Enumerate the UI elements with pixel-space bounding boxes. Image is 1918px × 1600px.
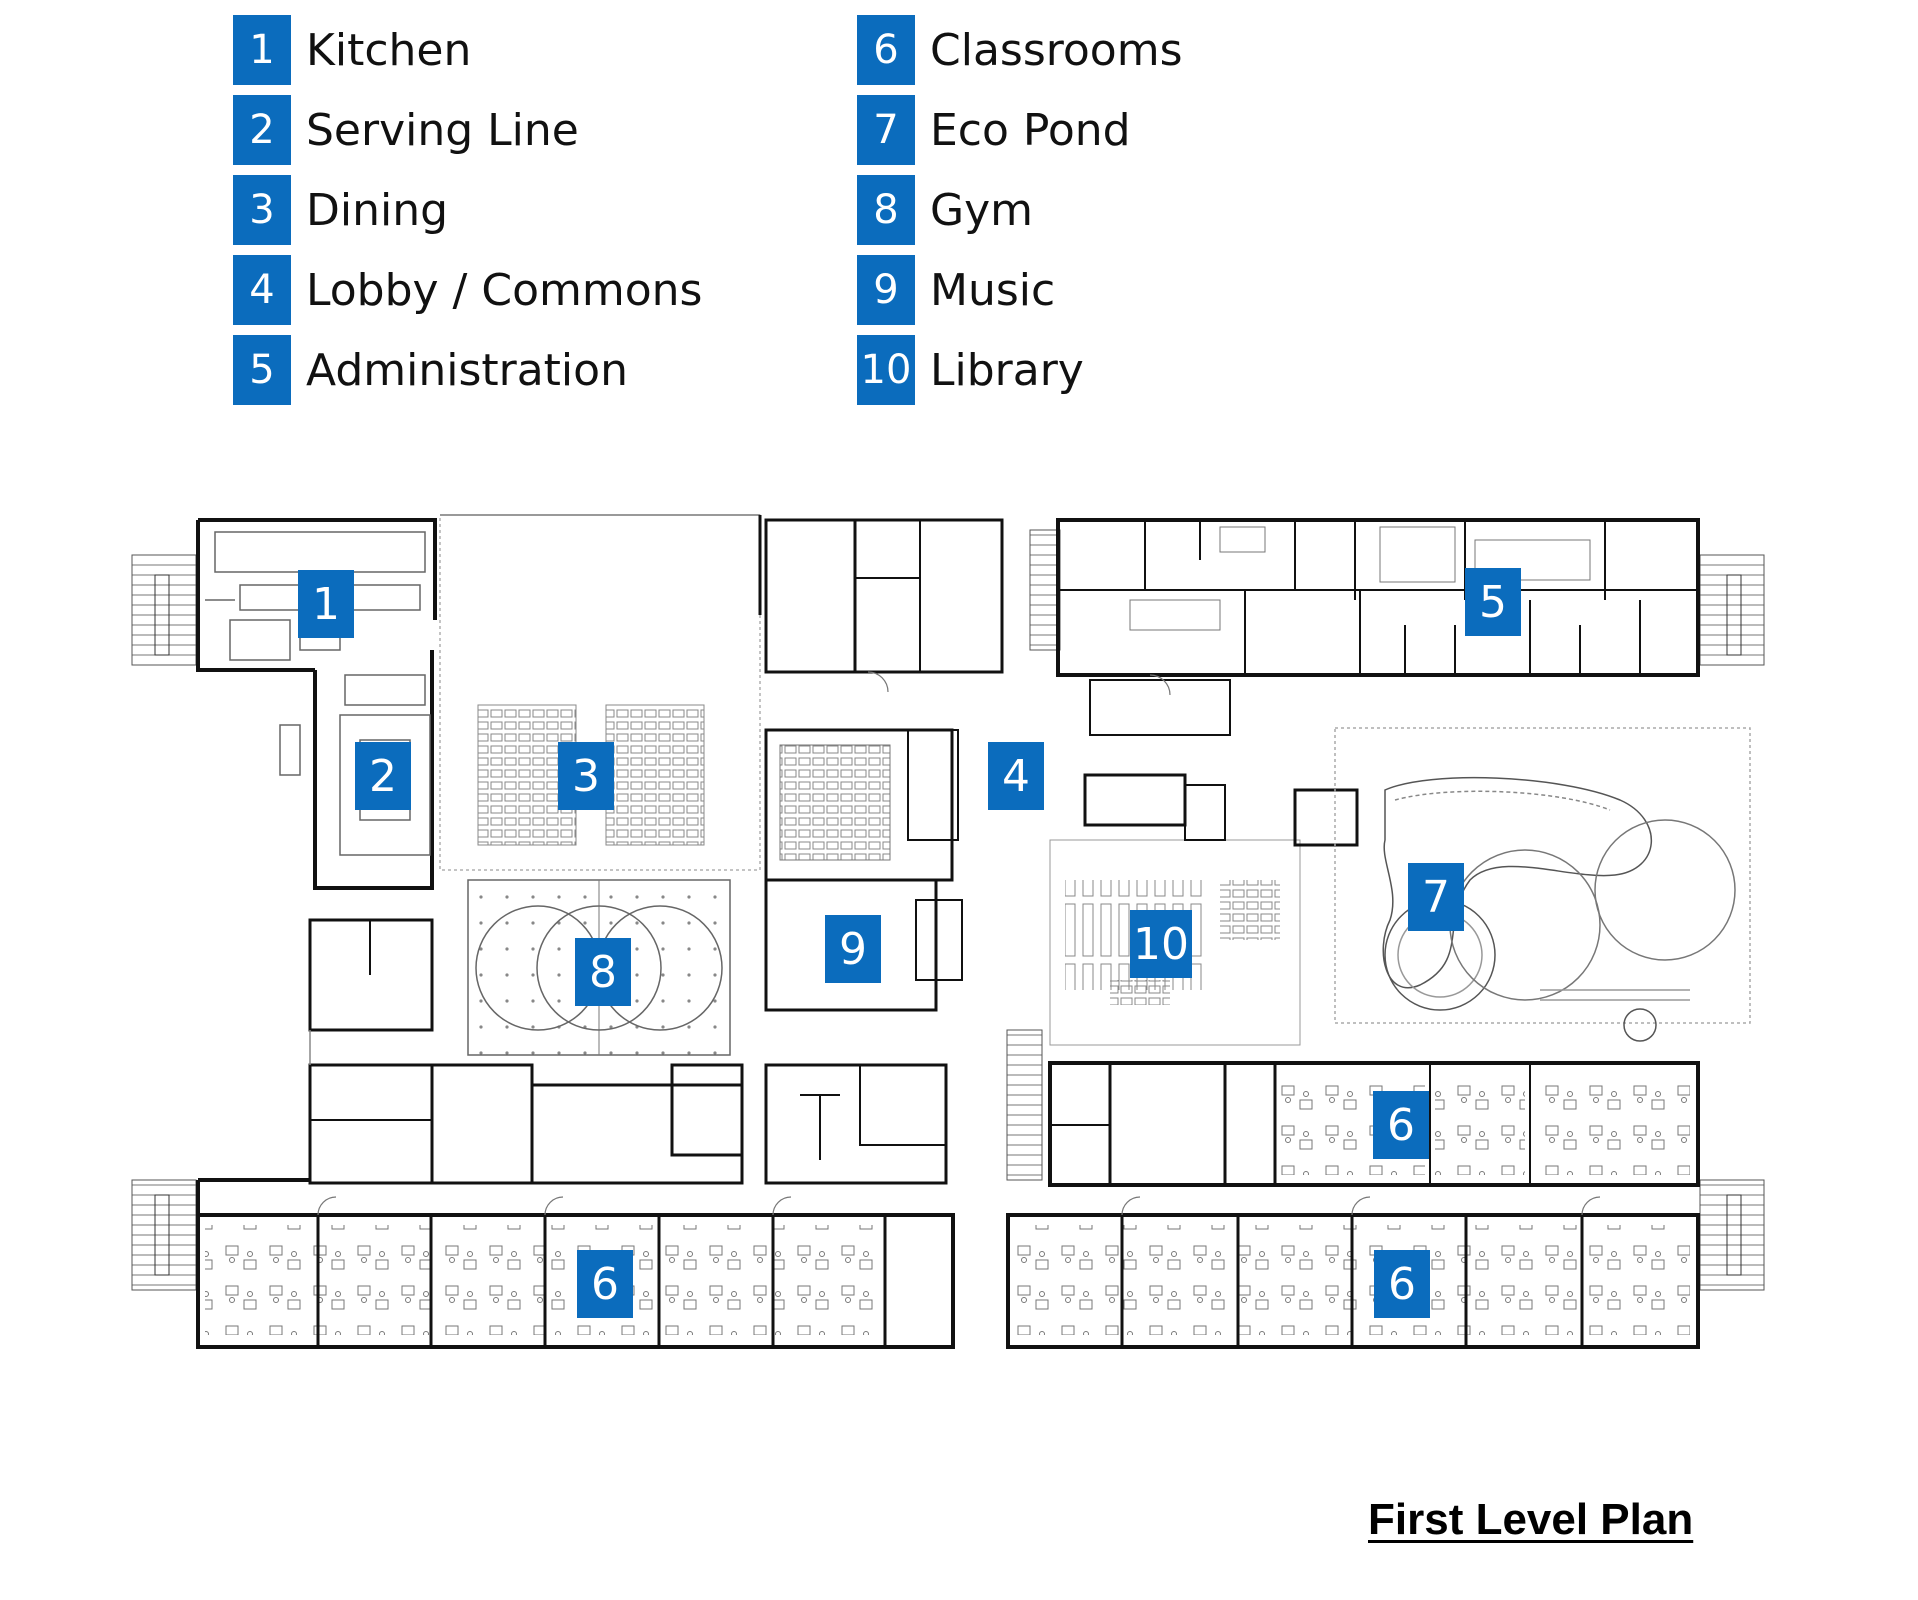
legend-label: Library: [930, 344, 1084, 396]
serving-line-room: [313, 650, 434, 890]
legend-label: Kitchen: [306, 24, 472, 76]
legend-label: Serving Line: [306, 104, 579, 156]
legend-item-classrooms: 6 Classrooms: [857, 15, 1183, 85]
marker-dining: 3: [558, 742, 614, 810]
support-rooms-west: [308, 918, 744, 1185]
legend-number-badge: 5: [233, 335, 291, 405]
marker-kitchen: 1: [298, 570, 354, 638]
music-wing: [764, 518, 1004, 1185]
legend-item-administration: 5 Administration: [233, 335, 628, 405]
classroom-wing-west: [196, 1178, 955, 1349]
marker-administration: 5: [1465, 568, 1521, 636]
marker-eco-pond: 7: [1408, 863, 1464, 931]
legend-item-lobby-commons: 4 Lobby / Commons: [233, 255, 702, 325]
legend-label: Eco Pond: [930, 104, 1131, 156]
administration-wing: [1056, 518, 1700, 677]
eco-pond-courtyard: [1334, 727, 1751, 1042]
legend-number-badge: 6: [857, 15, 915, 85]
legend-item-gym: 8 Gym: [857, 175, 1033, 245]
marker-music: 9: [825, 915, 881, 983]
legend-label: Gym: [930, 184, 1033, 236]
entry-stairs: [131, 529, 1765, 1291]
legend-item-eco-pond: 7 Eco Pond: [857, 95, 1131, 165]
kitchen-room: [196, 518, 437, 672]
legend-number-badge: 4: [233, 255, 291, 325]
legend-number-badge: 8: [857, 175, 915, 245]
dining-room: [439, 514, 762, 871]
marker-classrooms-west: 6: [577, 1250, 633, 1318]
legend-number-badge: 7: [857, 95, 915, 165]
legend-label: Music: [930, 264, 1056, 316]
legend-number-badge: 3: [233, 175, 291, 245]
legend-item-kitchen: 1 Kitchen: [233, 15, 471, 85]
legend-item-library: 10 Library: [857, 335, 1084, 405]
legend-label: Classrooms: [930, 24, 1183, 76]
plan-title: First Level Plan: [1368, 1495, 1694, 1544]
legend-label: Lobby / Commons: [306, 264, 703, 316]
marker-library: 10: [1130, 910, 1192, 978]
legend-number-badge: 10: [857, 335, 915, 405]
legend-label: Administration: [306, 344, 628, 396]
marker-lobby-commons: 4: [988, 742, 1044, 810]
marker-classrooms-east: 6: [1374, 1250, 1430, 1318]
marker-gym: 8: [575, 938, 631, 1006]
legend-label: Dining: [306, 184, 449, 236]
legend-item-serving-line: 2 Serving Line: [233, 95, 579, 165]
marker-serving-line: 2: [355, 742, 411, 810]
legend-number-badge: 9: [857, 255, 915, 325]
legend-item-dining: 3 Dining: [233, 175, 448, 245]
legend-number-badge: 1: [233, 15, 291, 85]
door-swings: [317, 671, 1601, 1216]
legend-number-badge: 2: [233, 95, 291, 165]
marker-classrooms-upper: 6: [1373, 1091, 1429, 1159]
library-room: [1049, 679, 1359, 1046]
legend-item-music: 9 Music: [857, 255, 1055, 325]
